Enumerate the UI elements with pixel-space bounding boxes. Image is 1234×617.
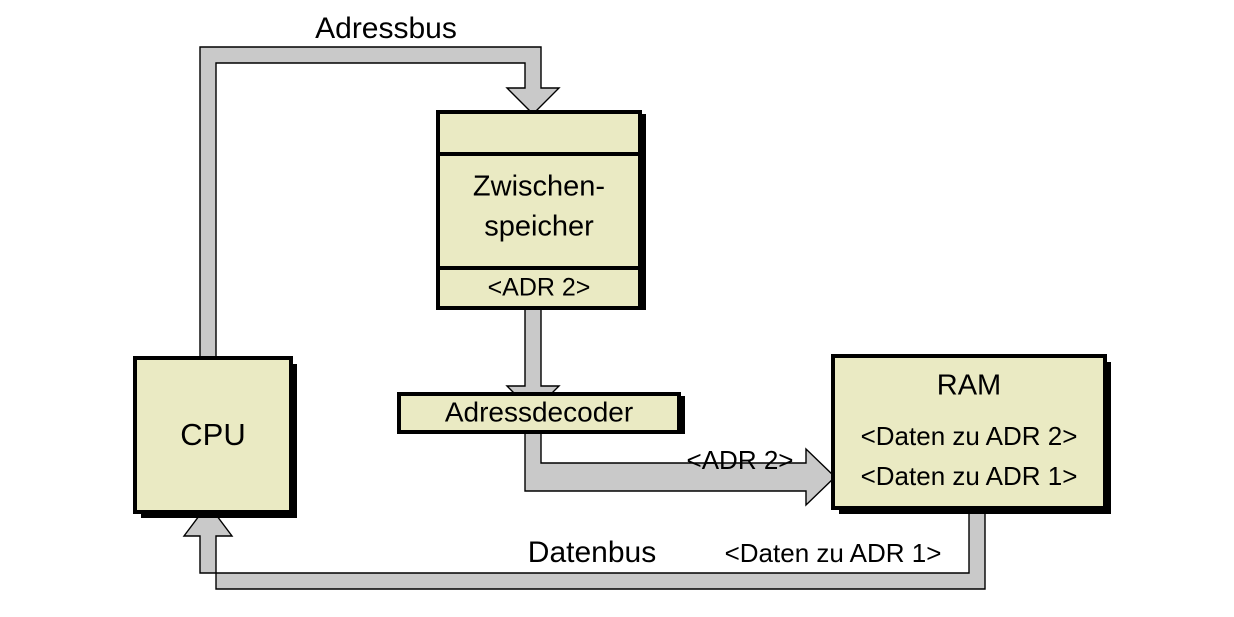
node-ram[interactable]: RAM <Daten zu ADR 2> <Daten zu ADR 1> xyxy=(831,354,1107,510)
bus-datenbus xyxy=(182,502,986,590)
ram-row-2: <Daten zu ADR 1> xyxy=(861,461,1078,491)
zwischenspeicher-row-bottom: <ADR 2> xyxy=(488,274,591,302)
adressbus-label: Adressbus xyxy=(315,12,457,45)
bus-adressbus-shape xyxy=(199,46,561,359)
zwischenspeicher-label-line2: speicher xyxy=(484,211,594,243)
zwischenspeicher-label-line1: Zwischen- xyxy=(473,171,605,203)
cpu-box[interactable] xyxy=(133,356,293,514)
node-cpu[interactable]: CPU xyxy=(133,356,293,514)
ram-box[interactable] xyxy=(831,354,1107,510)
ram-row-1: <Daten zu ADR 2> xyxy=(861,421,1078,451)
ram-title: RAM xyxy=(937,370,1001,402)
bus-adr2-shape xyxy=(524,429,837,507)
cpu-label: CPU xyxy=(180,417,245,452)
adr2-bus-label: <ADR 2> xyxy=(687,445,794,475)
node-zwischenspeicher[interactable]: Zwischen- speicher <ADR 2> xyxy=(436,110,642,310)
adressdecoder-box[interactable] xyxy=(397,392,681,434)
zwischenspeicher-box[interactable] xyxy=(436,110,642,310)
node-adressdecoder[interactable]: Adressdecoder xyxy=(397,392,681,434)
bus-adressbus xyxy=(199,46,561,359)
adressdecoder-label: Adressdecoder xyxy=(445,396,633,427)
bus-adr2 xyxy=(524,429,837,507)
bus-datenbus-shape xyxy=(182,502,986,590)
datenbus-label: Datenbus xyxy=(528,536,656,569)
datenbus-payload-label: <Daten zu ADR 1> xyxy=(725,538,942,568)
